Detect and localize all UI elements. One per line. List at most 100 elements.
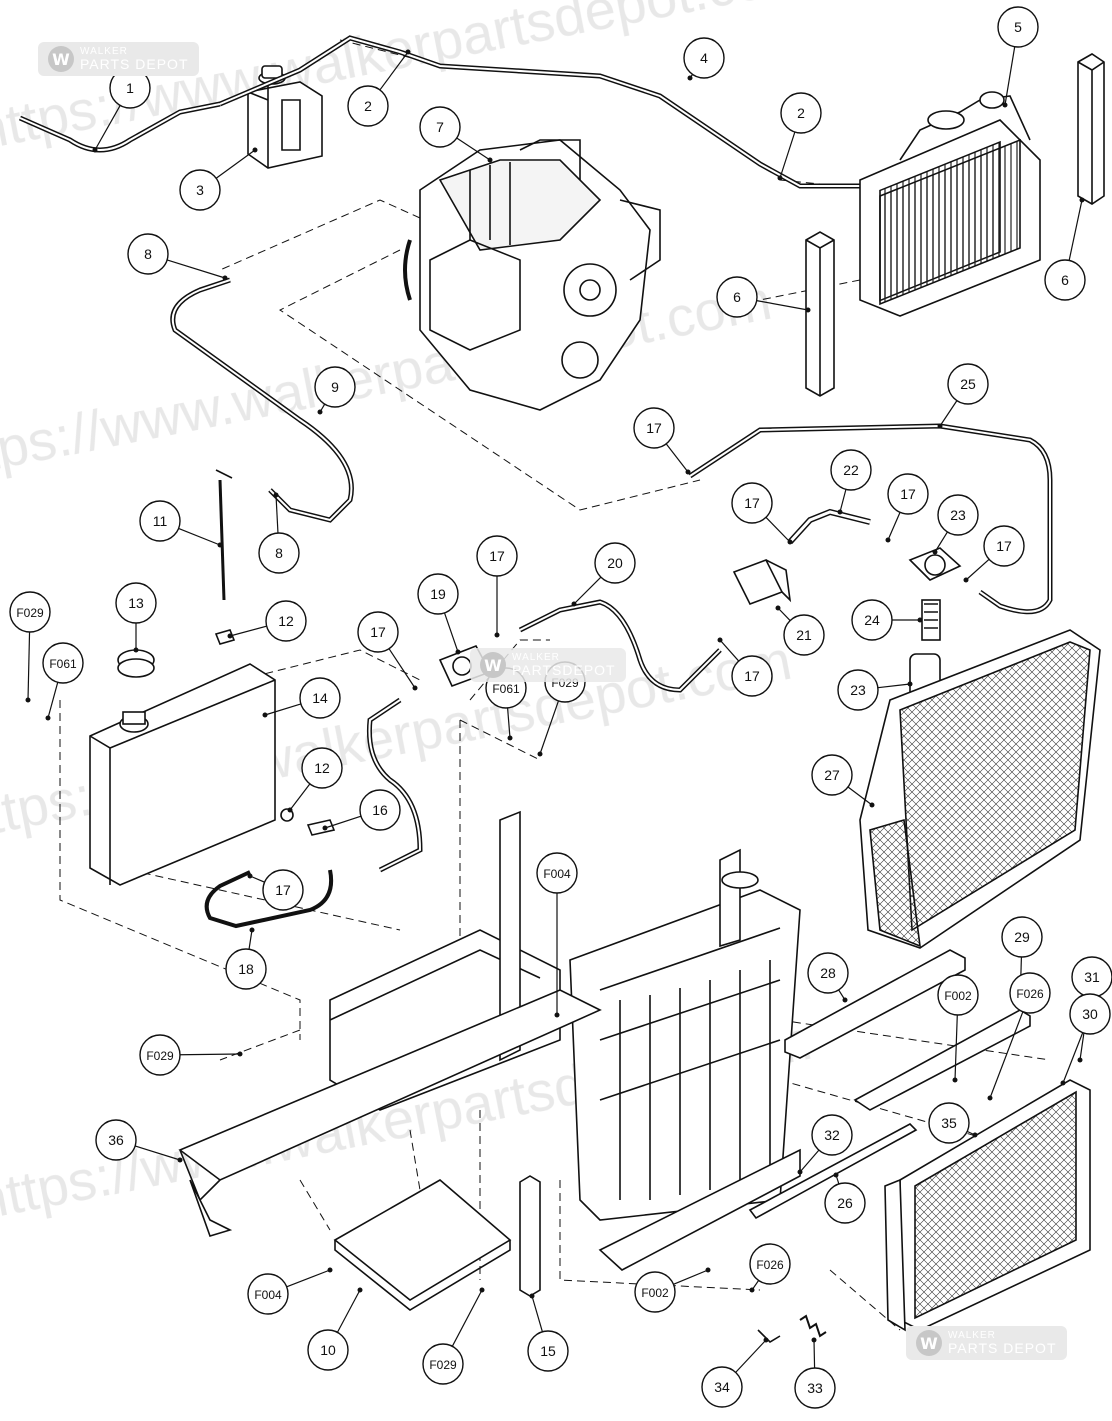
callout-label: F029 (146, 1049, 174, 1063)
walker-logo-icon: W (48, 46, 74, 72)
callout-label: 14 (312, 690, 328, 706)
callout-leader-dot (687, 75, 693, 81)
callout-leader-dot (787, 539, 793, 545)
callout-label: 29 (1014, 929, 1030, 945)
callout-14: 14 (262, 677, 341, 719)
callout-label: F004 (543, 867, 571, 881)
callout-label: 4 (700, 50, 708, 66)
callout-16: 16 (322, 789, 401, 831)
callout-circle (937, 974, 979, 1016)
callout-leader-dot (177, 1157, 183, 1163)
callout-19: 19 (417, 573, 461, 655)
callout-leader-dot (317, 409, 323, 415)
callout-circle (780, 92, 822, 134)
callout-label: 25 (960, 376, 976, 392)
callout-f026: F026 (749, 1243, 791, 1293)
callout-circle (422, 1343, 464, 1385)
callout-label: 27 (824, 767, 840, 783)
watermark-brand-bottom: PARTS DEPOT (948, 1340, 1057, 1356)
callout-leader-dot (717, 637, 723, 643)
callout-24: 24 (851, 599, 923, 641)
callout-leader-dot (327, 1267, 333, 1273)
callout-label: 23 (850, 682, 866, 698)
callout-10: 10 (307, 1287, 363, 1371)
callout-leader-dot (705, 1267, 711, 1273)
callout-18: 18 (225, 927, 267, 990)
callout-leader (573, 576, 602, 605)
callout-leader-dot (937, 423, 943, 429)
callout-label: 22 (843, 462, 859, 478)
callout-leader-dot (749, 1287, 755, 1293)
watermark-brand: WALKER PARTS DEPOT (948, 1331, 1057, 1356)
callout-circle (947, 363, 989, 405)
callout-7: 7 (419, 106, 493, 163)
callout-circle (527, 1330, 569, 1372)
callout-label: 17 (370, 624, 386, 640)
callout-circle (783, 614, 825, 656)
callout-leader-dot (227, 633, 233, 639)
watermark-badge-bottom-right: W WALKER PARTS DEPOT (906, 1326, 1067, 1360)
callout-circle (115, 582, 157, 624)
callout-label: 2 (364, 98, 372, 114)
callout-leader-dot (554, 1012, 560, 1018)
callout-leader-dot (1079, 197, 1085, 203)
callout-label: 17 (744, 495, 760, 511)
callout-leader-dot (537, 751, 543, 757)
callout-leader (847, 786, 873, 806)
callout-label: 30 (1082, 1006, 1098, 1022)
callout-leader-dot (405, 49, 411, 55)
callout-leader-dot (963, 577, 969, 583)
callout-28: 28 (807, 952, 849, 1003)
callout-leader-dot (494, 632, 500, 638)
callout-label: 17 (646, 420, 662, 436)
callout-label: F002 (944, 989, 972, 1003)
callout-leader (839, 489, 847, 513)
callout-label: 34 (714, 1379, 730, 1395)
callout-leader (264, 703, 302, 716)
watermark-brand-center-bottom: PARTSDEPOT (512, 662, 616, 678)
callout-26: 26 (824, 1172, 866, 1224)
callout-leader-dot (842, 997, 848, 1003)
callout-label: 35 (941, 1115, 957, 1131)
callout-leader (248, 929, 253, 950)
callout-label: 8 (275, 545, 283, 561)
callout-f029: F029 (9, 591, 51, 703)
callout-2: 2 (347, 49, 411, 127)
callout-leader-dot (237, 1051, 243, 1057)
callout-label: 1 (126, 80, 134, 96)
callout-leader (1004, 46, 1016, 106)
callout-circle (139, 500, 181, 542)
callout-leader-dot (932, 549, 938, 555)
callout-leader (539, 700, 560, 755)
callout-leader (877, 683, 911, 689)
callout-leader-dot (685, 469, 691, 475)
callout-circle (731, 482, 773, 524)
callout-6: 6 (716, 276, 811, 318)
callout-8: 8 (258, 492, 300, 574)
callout-circle (347, 85, 389, 127)
callout-17: 17 (963, 525, 1025, 583)
callout-circle (824, 1182, 866, 1224)
callout-circle (419, 106, 461, 148)
callout-leader-dot (25, 697, 31, 703)
callout-label: 6 (1061, 272, 1069, 288)
callout-leader-dot (987, 1095, 993, 1101)
callout-leader (765, 516, 791, 543)
watermark-brand: WALKER PARTS DEPOT (80, 46, 189, 72)
callout-label: 8 (144, 246, 152, 262)
callout-leader-dot (247, 873, 253, 879)
callout-leader-dot (45, 715, 51, 721)
callout-label: 28 (820, 965, 836, 981)
callout-leader (887, 512, 901, 541)
callout-circle (265, 600, 307, 642)
callout-2: 2 (777, 92, 822, 181)
callout-label: 17 (489, 548, 505, 564)
watermark-brand-top: WALKER (80, 46, 128, 57)
callout-circle (683, 37, 725, 79)
walker-logo-icon: W (916, 1330, 942, 1356)
callout-5: 5 (997, 6, 1039, 108)
callout-circle (983, 525, 1025, 567)
callout-leader-dot (797, 1169, 803, 1175)
callout-label: 10 (320, 1342, 336, 1358)
callout-label: 9 (331, 379, 339, 395)
